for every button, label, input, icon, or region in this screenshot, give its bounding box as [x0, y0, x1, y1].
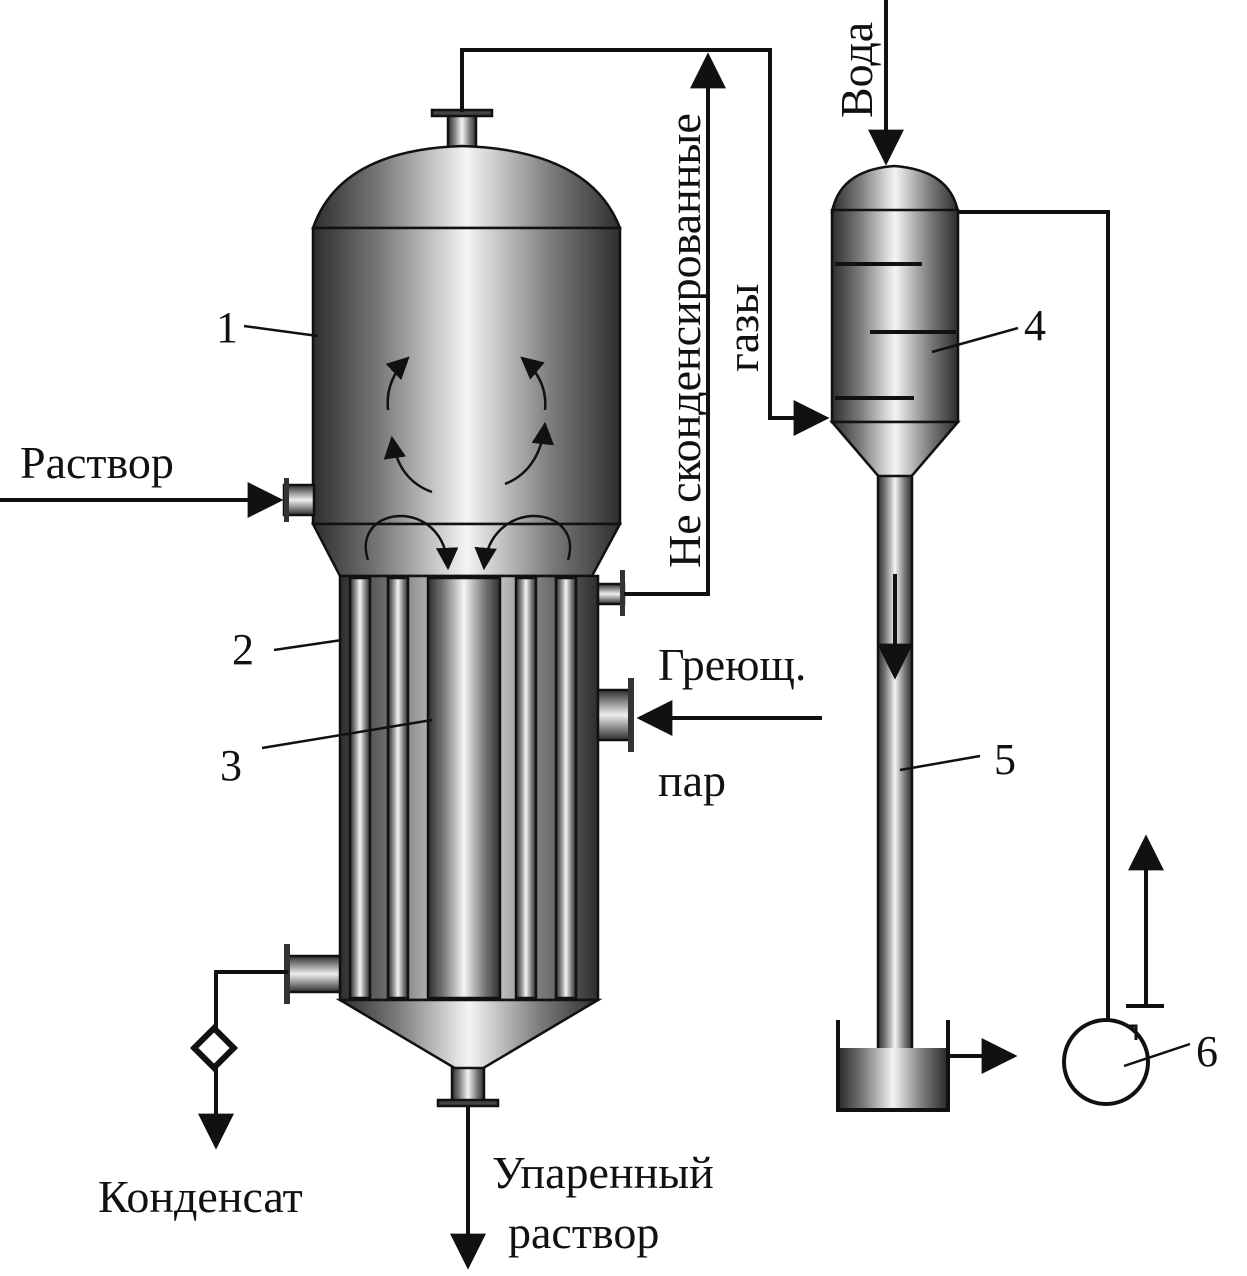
- circulation-arrows: [364, 356, 572, 571]
- leader-1: [243, 324, 319, 338]
- bottom-nozzle: [450, 1066, 486, 1104]
- leader-5: [899, 754, 981, 772]
- solution-inlet-flange: [284, 478, 289, 522]
- flow-arrow: [383, 435, 433, 494]
- vacuum-pipe: [958, 210, 1126, 1064]
- callout-1: 1: [216, 303, 238, 352]
- evaporator: [282, 108, 634, 1108]
- steam-inlet-flange: [628, 678, 634, 752]
- condenser-cone: [829, 420, 961, 480]
- flow-arrow: [385, 356, 410, 411]
- pump-outlet-stub: [1128, 1024, 1138, 1040]
- vacuum-pump: [1062, 1018, 1150, 1106]
- noncondensed-gases-label-1: Не сконденсированные: [659, 113, 710, 568]
- noncondensed-gases-label-2: газы: [717, 284, 768, 372]
- flow-arrow: [504, 421, 554, 486]
- condenser-top: [830, 164, 960, 214]
- separator-body: [311, 226, 622, 526]
- flow-arrow: [364, 514, 459, 571]
- leader-6: [1123, 1042, 1191, 1068]
- bottom-cone: [335, 998, 603, 1072]
- flow-arrow: [474, 514, 572, 571]
- heating-tubes: [348, 576, 578, 1000]
- callout-3: 3: [220, 741, 242, 790]
- top-nozzle: [446, 110, 478, 150]
- steam-inlet-nozzle: [596, 688, 634, 742]
- tube: [514, 576, 538, 1000]
- condensate-nozzle: [286, 954, 342, 994]
- evaporated-solution-label-1: Упаренный: [492, 1147, 714, 1198]
- separator-dome: [311, 144, 622, 230]
- condenser-body: [830, 208, 960, 424]
- barometric-condenser: [829, 164, 961, 1112]
- heating-steam-label-2: пар: [658, 755, 726, 806]
- barometric-pipe: [876, 474, 914, 1070]
- heating-steam-label-1: Греющ.: [658, 639, 806, 690]
- vapor-pipe: [460, 48, 830, 436]
- barometric-basin: [836, 1020, 950, 1112]
- condensate-pipe: [214, 970, 288, 1030]
- callout-5: 5: [994, 735, 1016, 784]
- leader-4: [931, 326, 1019, 354]
- tube: [554, 576, 578, 1000]
- evaporated-solution-label-2: раствор: [508, 1207, 659, 1258]
- basin-liquid: [840, 1048, 946, 1108]
- water-label: Вода: [831, 22, 882, 118]
- callout-2: 2: [232, 625, 254, 674]
- leader-2: [273, 638, 343, 652]
- tube: [348, 576, 372, 1000]
- bottom-nozzle-flange: [436, 1098, 500, 1108]
- callout-6: 6: [1196, 1027, 1218, 1076]
- noncondensed-gas-pipe: [624, 52, 726, 596]
- steam-trap: [189, 1023, 239, 1073]
- separator-cone: [310, 522, 623, 578]
- condensate-label: Конденсат: [98, 1171, 303, 1222]
- callout-4: 4: [1024, 301, 1046, 350]
- tube: [386, 576, 410, 1000]
- leader-3: [261, 718, 433, 750]
- leader-lines: [243, 324, 1191, 1068]
- tube: [426, 576, 502, 1000]
- piping: [0, 0, 1164, 1270]
- flow-arrow: [520, 356, 547, 411]
- gas-outlet-flange: [620, 570, 625, 616]
- solution-in-label: Раствор: [20, 437, 174, 488]
